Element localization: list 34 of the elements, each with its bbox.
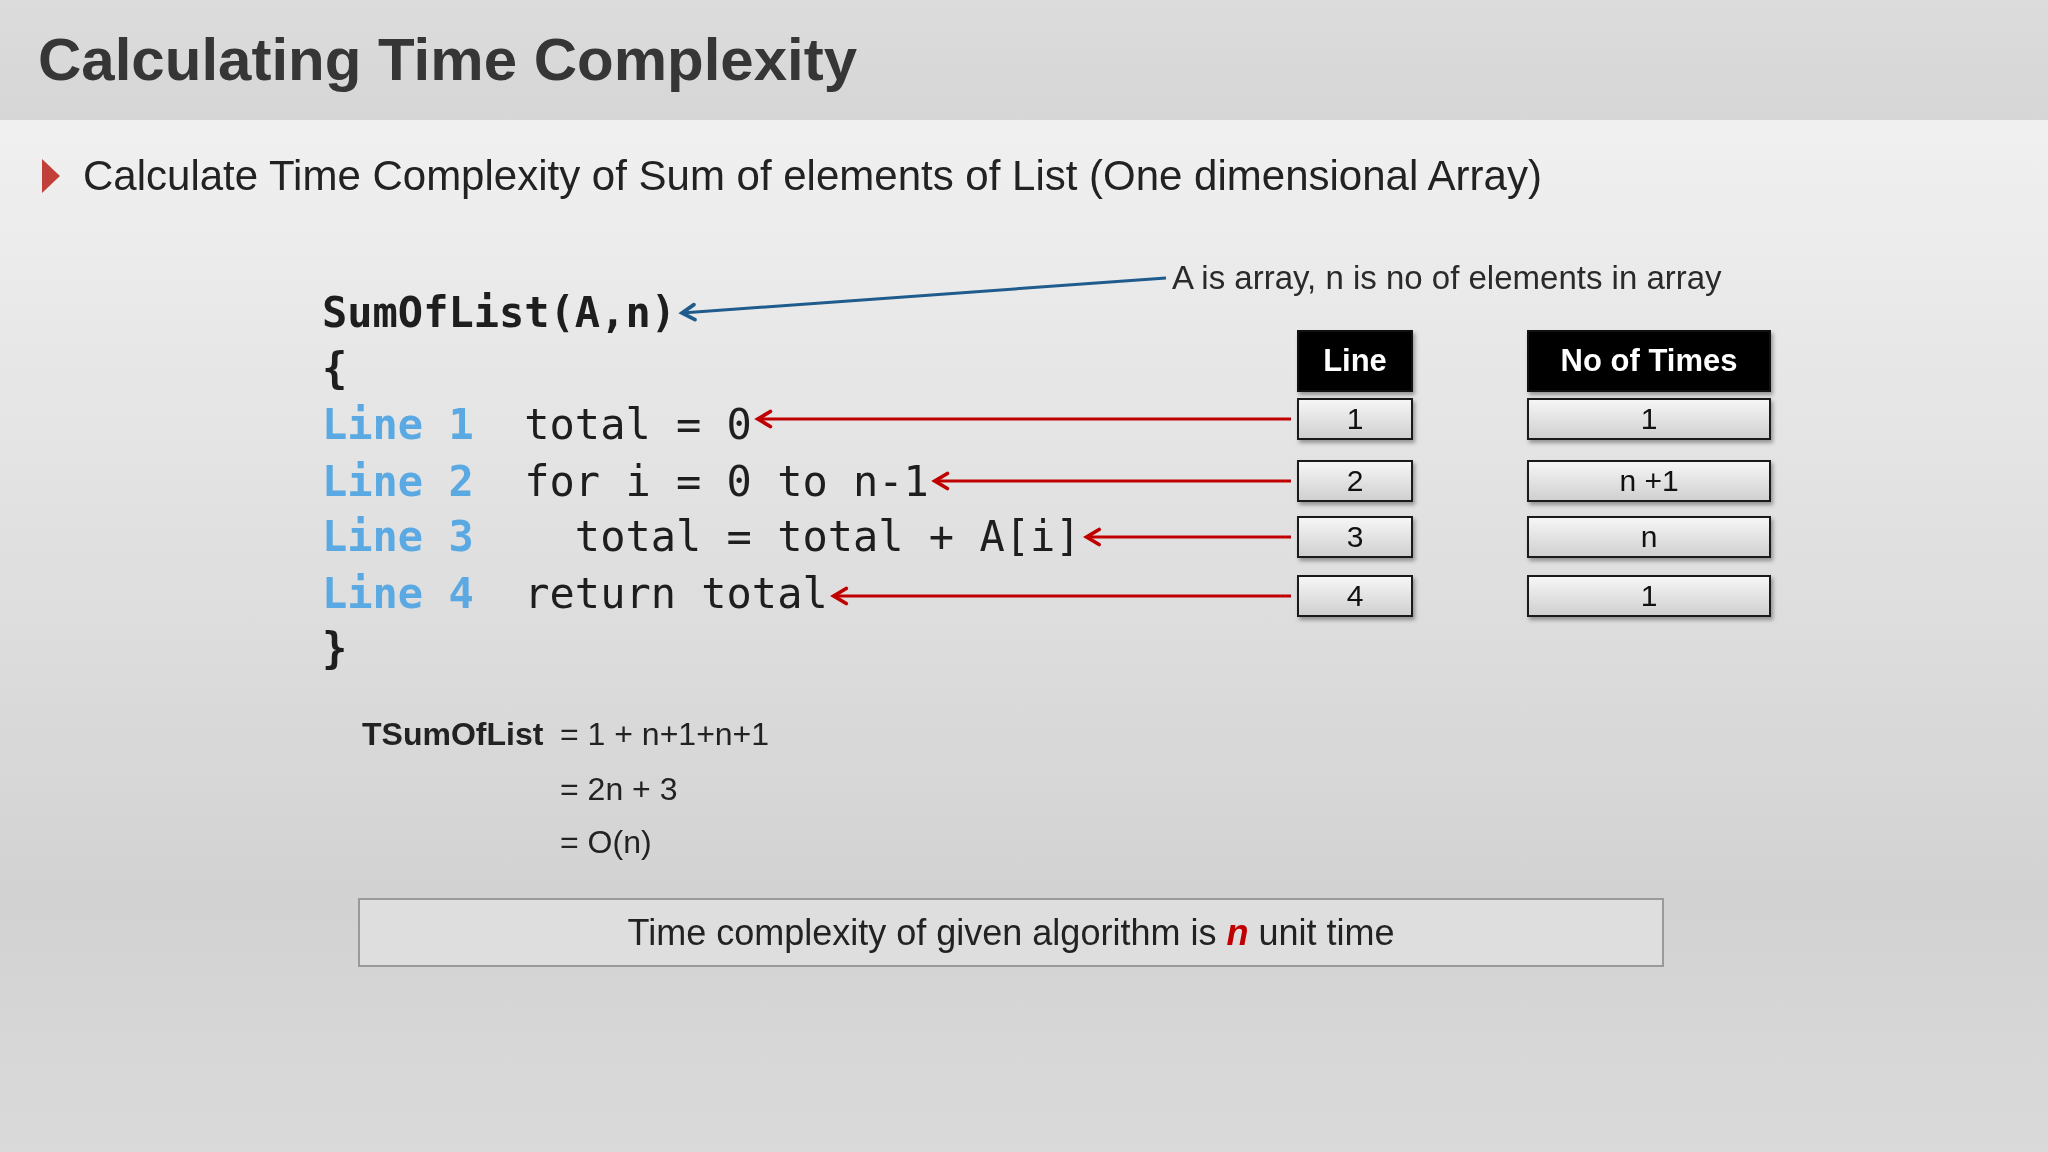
table-cell: 1	[1527, 575, 1771, 617]
table-cell: 2	[1297, 460, 1413, 502]
table-cell: 1	[1527, 398, 1771, 440]
brace: }	[322, 623, 348, 675]
code-text: for i = 0 to n-1	[524, 456, 929, 508]
table-cell: n	[1527, 516, 1771, 558]
equation-text: = 1 + n+1+n+1	[560, 715, 770, 754]
equation-text: = O(n)	[560, 823, 652, 862]
line-number-label: Line 1	[322, 399, 475, 451]
slide-title: Calculating Time Complexity	[38, 26, 858, 94]
code-text: total = 0	[524, 399, 752, 451]
arrow	[933, 471, 1291, 491]
table-cell: 3	[1297, 516, 1413, 558]
equation-text: = 2n + 3	[560, 770, 678, 809]
conclusion-box: Time complexity of given algorithm is n unit time	[358, 898, 1664, 967]
annotation-text: A is array, n is no of elements in array	[1172, 252, 1722, 304]
line-number-label: Line 4	[322, 568, 475, 620]
code-text: total = total + A[i]	[574, 511, 1081, 563]
subtitle-text: Calculate Time Complexity of Sum of elements of List (One dimensional Array)	[83, 151, 1542, 201]
function-signature: SumOfList(A,n)	[322, 285, 676, 341]
arrow	[680, 276, 1167, 322]
code-text: return total	[524, 568, 828, 620]
formula-label: TSumOfList	[362, 715, 544, 754]
table-cell: 1	[1297, 398, 1413, 440]
line-number-label: Line 2	[322, 456, 475, 508]
table-cell: 4	[1297, 575, 1413, 617]
arrow	[756, 409, 1291, 429]
arrow	[1084, 527, 1291, 547]
brace: {	[322, 343, 348, 395]
table-cell: n +1	[1527, 460, 1771, 502]
column-header: No of Times	[1527, 330, 1771, 392]
column-header: Line	[1297, 330, 1413, 392]
line-number-label: Line 3	[322, 511, 475, 563]
arrow	[831, 586, 1291, 606]
